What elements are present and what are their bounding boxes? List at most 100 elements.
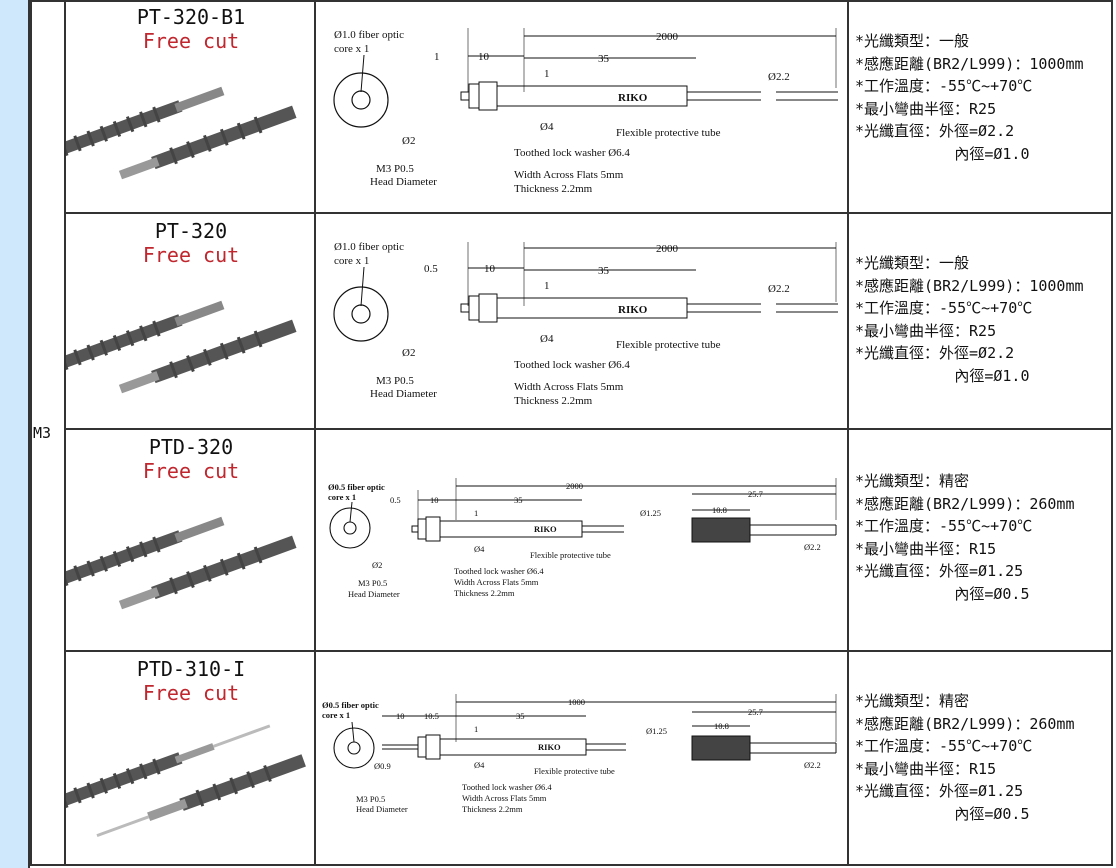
- dim-tip: Ø2: [372, 560, 382, 570]
- product-row: PTD-310-I Free cut Ø0.5 fiber optic core…: [66, 652, 1113, 866]
- dim-step: 1: [474, 724, 478, 734]
- dimension-drawing: Ø1.0 fiber optic core x 1 2000 10 35 1 1…: [333, 28, 838, 195]
- thickness-label: Thickness 2.2mm: [462, 804, 523, 814]
- core-count-label: core x 1: [334, 255, 369, 267]
- spec-list: *光纖類型：精密*感應距離(BR2/L999)：260mm*工作溫度：-55℃~…: [855, 690, 1075, 825]
- flats-label: Width Across Flats 5mm: [462, 793, 547, 803]
- product-photo: [66, 516, 297, 610]
- core-label: Ø0.5 fiber optic: [328, 482, 385, 492]
- dim-sleeve: 25.7: [748, 707, 763, 717]
- dim-tip: Ø0.9: [374, 761, 391, 771]
- dim-body: Ø4: [540, 121, 554, 133]
- dim-sleeve: 25.7: [748, 489, 763, 499]
- dim-fiber: Ø2.2: [768, 71, 790, 83]
- dim-tube: 35: [598, 53, 610, 65]
- dim-total: 2000: [656, 31, 679, 43]
- spec-cell: *光纖類型：一般*感應距離(BR2/L999)：1000mm*工作溫度：-55℃…: [849, 0, 1113, 212]
- washer-label: Toothed lock washer Ø6.4: [514, 359, 630, 371]
- spec-line: *光纖類型：精密: [855, 692, 970, 710]
- dim-nut: 10: [430, 495, 439, 505]
- dim-tip: Ø2: [402, 135, 415, 147]
- tube-label: Flexible protective tube: [616, 127, 721, 139]
- thread-label: M3 P0.5: [358, 578, 387, 588]
- dim-step: 1: [474, 508, 478, 518]
- dimension-drawing-cell: Ø1.0 fiber optic core x 1 2000 10 35 0.5…: [316, 214, 849, 428]
- spec-list: *光纖類型：一般*感應距離(BR2/L999)：1000mm*工作溫度：-55℃…: [855, 252, 1084, 387]
- spec-line: *感應距離(BR2/L999)：260mm: [855, 494, 1075, 513]
- dim-total: 1000: [568, 697, 585, 707]
- dim-tip: Ø2: [402, 347, 415, 359]
- dim-head: 10: [396, 711, 405, 721]
- product-row: PT-320 Free cut Ø1.0 fiber optic core x …: [66, 214, 1113, 430]
- dim-body: Ø4: [474, 544, 485, 554]
- core-count-label: core x 1: [328, 492, 356, 502]
- core-count-label: core x 1: [334, 43, 369, 55]
- thickness-label: Thickness 2.2mm: [514, 395, 593, 407]
- washer-label: Toothed lock washer Ø6.4: [454, 566, 544, 576]
- dim-body: Ø4: [540, 333, 554, 345]
- thread-label: M3 P0.5: [356, 794, 385, 804]
- dim-total: 2000: [656, 243, 679, 255]
- dim-tube: 35: [514, 495, 523, 505]
- brand-mark: RIKO: [618, 304, 648, 316]
- spec-cell: *光纖類型：精密*感應距離(BR2/L999)：260mm*工作溫度：-55℃~…: [849, 430, 1113, 650]
- dimension-drawing-cell: Ø1.0 fiber optic core x 1 2000 10 35 1 1…: [316, 0, 849, 212]
- product-image-cell: PTD-320 Free cut: [66, 430, 316, 650]
- group-label: M3: [33, 424, 52, 442]
- model-name: PT-320-B1: [136, 5, 246, 29]
- spec-line: *光纖類型：一般: [855, 32, 970, 50]
- spec-list: *光纖類型：精密*感應距離(BR2/L999)：260mm*工作溫度：-55℃~…: [855, 470, 1075, 605]
- flats-label: Width Across Flats 5mm: [514, 169, 624, 181]
- dim-nut: 10: [484, 263, 496, 275]
- product-image-cell: PT-320-B1 Free cut: [66, 0, 316, 212]
- model-name: PTD-310-I: [136, 657, 246, 681]
- spec-line: *最小彎曲半徑：R25: [855, 321, 997, 340]
- head-diameter-label: Head Diameter: [356, 804, 408, 814]
- core-count-label: core x 1: [322, 710, 350, 720]
- spec-cell: *光纖類型：精密*感應距離(BR2/L999)：260mm*工作溫度：-55℃~…: [849, 652, 1113, 864]
- spec-line: *最小彎曲半徑：R15: [855, 759, 997, 778]
- dim-body: Ø4: [474, 760, 485, 770]
- free-cut-tag: Free cut: [142, 681, 240, 705]
- dimension-drawing: Ø1.0 fiber optic core x 1 2000 10 35 0.5…: [333, 241, 838, 407]
- spec-line: *光纖直徑：外徑=Ø2.2: [855, 122, 1015, 140]
- washer-label: Toothed lock washer Ø6.4: [462, 782, 552, 792]
- group-cell: [30, 0, 66, 866]
- spec-line: *最小彎曲半徑：R15: [855, 539, 997, 558]
- spec-line: *光纖直徑：外徑=Ø2.2: [855, 344, 1015, 362]
- spec-line: *工作溫度：-55℃~+70℃: [855, 737, 1033, 755]
- dim-head: 0.5: [424, 263, 438, 275]
- dim-sleeve-grip: 10.8: [712, 505, 727, 515]
- product-photo: [66, 300, 297, 394]
- thread-label: M3 P0.5: [376, 163, 414, 175]
- spec-line: 內徑=Ø0.5: [855, 584, 1030, 603]
- washer-label: Toothed lock washer Ø6.4: [514, 147, 630, 159]
- core-label: Ø1.0 fiber optic: [334, 241, 404, 253]
- model-name: PT-320: [154, 219, 228, 243]
- dim-head: 0.5: [390, 495, 401, 505]
- dimension-drawing: Ø0.5 fiber optic core x 1 10 10.5 1000 3…: [322, 694, 837, 814]
- thickness-label: Thickness 2.2mm: [454, 588, 515, 598]
- product-row: PT-320-B1 Free cut Ø1.0 fiber optic core…: [66, 0, 1113, 214]
- spec-line: *感應距離(BR2/L999)：1000mm: [855, 54, 1084, 73]
- spec-line: *光纖直徑：外徑=Ø1.25: [855, 782, 1024, 800]
- dim-step: 1: [544, 68, 550, 80]
- flats-label: Width Across Flats 5mm: [454, 577, 539, 587]
- spec-line: *工作溫度：-55℃~+70℃: [855, 299, 1033, 317]
- spec-line: *感應距離(BR2/L999)：1000mm: [855, 276, 1084, 295]
- thickness-label: Thickness 2.2mm: [514, 183, 593, 195]
- spec-list: *光纖類型：一般*感應距離(BR2/L999)：1000mm*工作溫度：-55℃…: [855, 30, 1084, 165]
- free-cut-tag: Free cut: [142, 29, 240, 53]
- dim-tube: 35: [516, 711, 525, 721]
- dim-total: 2000: [566, 481, 583, 491]
- dim-fiber: Ø1.25: [640, 508, 661, 518]
- flats-label: Width Across Flats 5mm: [514, 381, 624, 393]
- dim-sleeve-dia: Ø2.2: [804, 542, 821, 552]
- head-diameter-label: Head Diameter: [370, 176, 437, 188]
- product-photo: [66, 86, 297, 180]
- left-sidebar-strip: [0, 0, 30, 868]
- product-image-cell: PTD-310-I Free cut: [66, 652, 316, 864]
- dimension-drawing-cell: Ø0.5 fiber optic core x 1 10 10.5 1000 3…: [316, 652, 849, 864]
- brand-mark: RIKO: [618, 92, 648, 104]
- dim-step: 1: [544, 280, 550, 292]
